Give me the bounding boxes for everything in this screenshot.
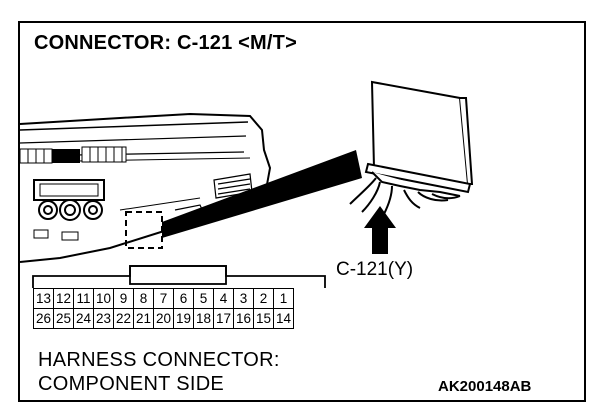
pin-cell: 6 bbox=[173, 288, 194, 309]
pin-cell: 14 bbox=[273, 308, 294, 329]
caption-component-side: COMPONENT SIDE bbox=[38, 373, 225, 395]
pin-cell: 12 bbox=[53, 288, 74, 309]
pin-cell: 24 bbox=[73, 308, 94, 329]
connector-face-outline bbox=[32, 265, 326, 288]
connector-title: CONNECTOR: C-121 <M/T> bbox=[34, 32, 297, 54]
pin-cell: 21 bbox=[133, 308, 154, 329]
pin-cell: 9 bbox=[113, 288, 134, 309]
arrow-icon bbox=[364, 206, 396, 254]
pin-cell: 17 bbox=[213, 308, 234, 329]
pin-cell: 11 bbox=[73, 288, 94, 309]
pin-cell: 3 bbox=[233, 288, 254, 309]
pin-cell: 26 bbox=[33, 308, 54, 329]
pin-cell: 20 bbox=[153, 308, 174, 329]
pin-row-top: 13 12 11 10 9 8 7 6 5 4 3 2 1 bbox=[33, 288, 294, 309]
center-display bbox=[52, 149, 80, 163]
dashboard-drawing bbox=[19, 112, 272, 263]
pin-row-bottom: 26 25 24 23 22 21 20 19 18 17 16 15 14 bbox=[33, 308, 294, 329]
figure-code: AK200148AB bbox=[438, 378, 532, 395]
pin-cell: 1 bbox=[273, 288, 294, 309]
pin-cell: 2 bbox=[253, 288, 274, 309]
connector-location-box bbox=[125, 211, 163, 249]
pin-cell: 4 bbox=[213, 288, 234, 309]
side-vent bbox=[213, 173, 253, 199]
pin-cell: 7 bbox=[153, 288, 174, 309]
pin-cell: 25 bbox=[53, 308, 74, 329]
pin-cell: 13 bbox=[33, 288, 54, 309]
climate-knobs bbox=[38, 199, 103, 221]
pin-cell: 18 bbox=[193, 308, 214, 329]
pin-cell: 8 bbox=[133, 288, 154, 309]
figure-frame bbox=[18, 21, 586, 402]
pin-cell: 5 bbox=[193, 288, 214, 309]
vent-grille-right bbox=[81, 146, 127, 163]
pin-cell: 15 bbox=[253, 308, 274, 329]
ecu-connector-drawing bbox=[349, 80, 474, 215]
pin-cell: 22 bbox=[113, 308, 134, 329]
radio-panel bbox=[33, 179, 105, 201]
pin-cell: 16 bbox=[233, 308, 254, 329]
vent-grille-left bbox=[19, 148, 53, 164]
leader-wedge bbox=[162, 150, 362, 238]
pin-cell: 10 bbox=[93, 288, 114, 309]
connector-callout-label: C-121(Y) bbox=[336, 259, 414, 280]
pin-cell: 19 bbox=[173, 308, 194, 329]
caption-harness-connector: HARNESS CONNECTOR: bbox=[38, 349, 280, 371]
pin-layout-table: 13 12 11 10 9 8 7 6 5 4 3 2 1 26 25 24 2… bbox=[33, 288, 294, 329]
pin-cell: 23 bbox=[93, 308, 114, 329]
